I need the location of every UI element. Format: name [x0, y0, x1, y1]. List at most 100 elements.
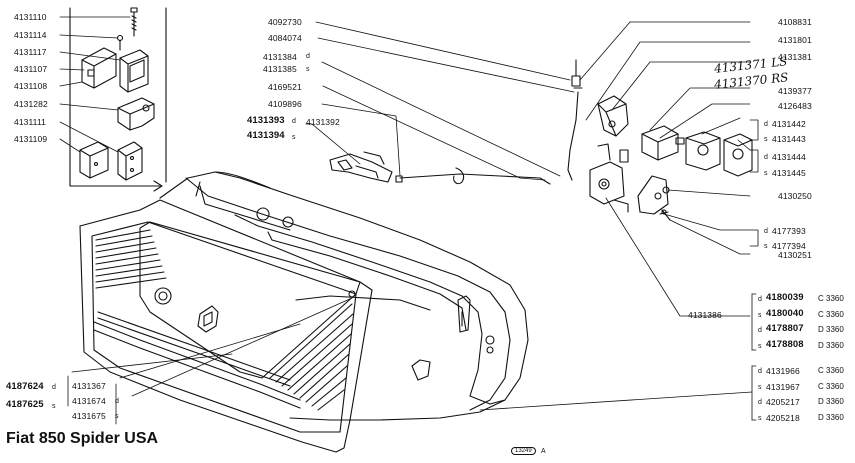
variant-code: C 3360 [818, 382, 844, 391]
bracket-4131442 [685, 131, 721, 171]
side-suffix: d [764, 154, 768, 161]
part-number: 4131967 [766, 382, 800, 392]
part-number: 4131801 [778, 35, 812, 45]
side-suffix: d [292, 118, 296, 125]
part-number: 4131282 [14, 99, 48, 109]
part-number: 4187625 [6, 399, 44, 410]
part-number: 4177393 [772, 226, 806, 236]
plate-4131109 [79, 141, 109, 179]
side-suffix: d [758, 399, 762, 406]
striker-block-4131117 [119, 49, 149, 93]
part-number: 4131386 [688, 310, 722, 320]
part-number: 4131367 [72, 381, 106, 391]
side-suffix: d [764, 121, 768, 128]
part-number: 4131107 [14, 64, 48, 74]
part-number: 4131108 [14, 81, 48, 91]
trim-inner-panel [139, 221, 361, 379]
part-number: 4131381 [778, 52, 812, 62]
reference-letter: A [541, 448, 546, 455]
part-number: 4131117 [14, 47, 47, 57]
part-number: 4131445 [772, 168, 806, 178]
diagram-title: Fiat 850 Spider USA [6, 430, 159, 447]
part-number: 4180039 [766, 292, 804, 303]
bracket-4131444 [723, 133, 753, 177]
door-trim-panel [79, 199, 373, 453]
part-number: 4130251 [778, 250, 812, 260]
side-suffix: d [758, 296, 762, 303]
part-number: 4131444 [772, 152, 806, 162]
side-suffix: d [306, 53, 310, 60]
part-number: 4131393 [247, 115, 285, 126]
reference-code: 13249 [511, 447, 536, 455]
lever-4131381 [597, 95, 629, 137]
part-number: 4187624 [6, 381, 44, 392]
part-number: 4131392 [306, 117, 340, 127]
lock-assembly-4131393 [329, 151, 403, 183]
part-number: 4131675 [72, 411, 106, 421]
part-number: 4130250 [778, 191, 812, 201]
part-number: 4139377 [778, 86, 812, 96]
side-suffix: s [764, 243, 768, 250]
part-number: 4084074 [268, 33, 302, 43]
part-number: 4131674 [72, 396, 106, 406]
side-suffix: s [292, 134, 296, 141]
screw-4131114 [116, 34, 124, 51]
side-suffix: d [758, 368, 762, 375]
part-number: 4177394 [772, 241, 806, 251]
part-number: 4178808 [766, 339, 804, 350]
variant-code: D 3360 [818, 341, 844, 350]
part-number: 4205217 [766, 397, 800, 407]
side-suffix: s [306, 66, 310, 73]
leader-lines-left [59, 16, 131, 153]
part-number: 4131384 [263, 52, 297, 62]
variant-code: D 3360 [818, 397, 844, 406]
side-suffix: s [52, 403, 56, 410]
part-number: 4126483 [778, 101, 812, 111]
separator-arrow [153, 180, 163, 192]
part-number: 4131110 [14, 12, 47, 22]
side-suffix: d [758, 327, 762, 334]
side-suffix: d [52, 384, 56, 391]
separator-line [69, 7, 161, 187]
plate-4131111 [117, 141, 143, 181]
leader-lines-right [67, 21, 759, 425]
wedge-4131282 [117, 97, 155, 131]
part-number: 4180040 [766, 308, 804, 319]
part-number: 4178807 [766, 323, 804, 334]
part-number: 4108831 [778, 17, 812, 27]
side-suffix: d [764, 228, 768, 235]
lock-rod-4131801 [567, 59, 583, 181]
variant-code: D 3360 [818, 413, 844, 422]
part-number: 4131966 [766, 366, 800, 376]
striker-plate-4131107 [81, 47, 117, 89]
part-number: 4169521 [268, 82, 302, 92]
striker-4130250 [637, 175, 670, 215]
side-suffix: s [758, 312, 762, 319]
side-suffix: s [115, 413, 119, 420]
variant-code: C 3360 [818, 294, 844, 303]
part-number: 4131443 [772, 134, 806, 144]
switch-4126483 [641, 125, 685, 161]
part-number: 4205218 [766, 413, 800, 423]
part-number: 4092730 [268, 17, 302, 27]
rod-4169521 [399, 167, 551, 185]
side-suffix: d [115, 398, 119, 405]
side-suffix: s [758, 415, 762, 422]
side-suffix: s [764, 170, 768, 177]
variant-code: D 3360 [818, 325, 844, 334]
side-suffix: s [758, 384, 762, 391]
variant-code: C 3360 [818, 310, 844, 319]
part-number: 4131111 [14, 117, 46, 127]
part-number: 4131394 [247, 130, 285, 141]
part-number: 4131114 [14, 30, 47, 40]
side-suffix: s [764, 136, 768, 143]
part-number: 4131442 [772, 119, 806, 129]
door-shell [159, 171, 529, 421]
variant-code: C 3360 [818, 366, 844, 375]
part-number: 4131385 [263, 64, 297, 74]
side-suffix: s [758, 343, 762, 350]
part-number: 4109896 [268, 99, 302, 109]
screw-4131110 [130, 7, 138, 37]
